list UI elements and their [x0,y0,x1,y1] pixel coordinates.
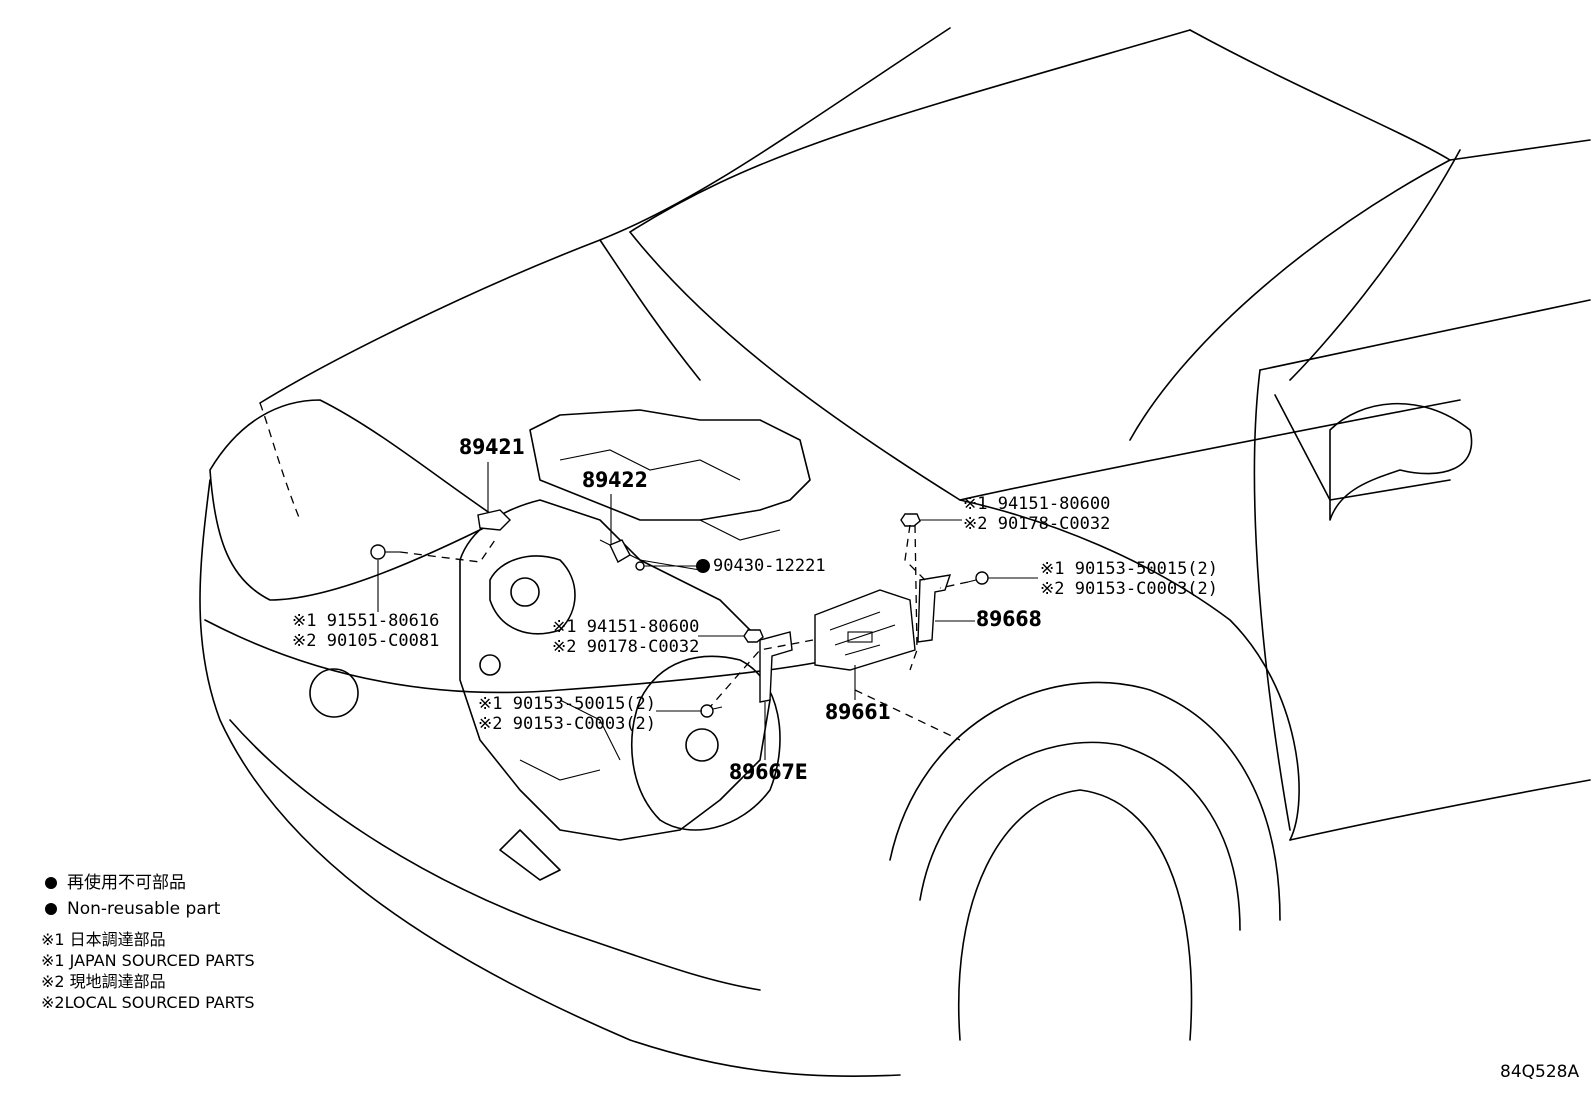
nut-94151-upper [900,513,921,527]
assembly-line-4 [709,639,814,708]
a-pillar [1289,149,1461,381]
bolt-91551 [370,544,400,560]
fender [959,499,1300,841]
callout-91551-80616: ※1 91551-80616 [292,611,440,631]
tire [958,789,1193,1041]
side-mirror [1329,402,1473,521]
legend-note2-jp: ※2 現地調達部品 [41,972,166,991]
cowl-line [1129,159,1451,441]
hood-seam [629,29,1191,233]
callout-94151-80600-upper: ※1 94151-80600 [963,494,1111,514]
callout-90178-c0032-lower: ※2 90178-C0032 [552,637,700,657]
hood-front-edge [599,239,701,381]
non-reusable-dot-icon [45,877,57,889]
bolt-90153-lower [700,704,723,718]
sensor-89422 [609,539,631,563]
ecu-detail [829,611,896,656]
transmission [631,655,781,831]
headlamp [209,399,501,601]
engine-detail-1 [559,449,741,481]
assembly-line-6 [854,689,961,741]
callout-90153-50015-upper: ※1 90153-50015(2) [1040,559,1219,579]
legend-note1-en: ※1 JAPAN SOURCED PARTS [41,951,255,970]
intake [489,555,576,635]
emblem [309,668,359,718]
bolt-90153-upper [967,571,989,585]
assembly-line-2 [904,524,926,581]
assembly-line-7 [259,402,301,521]
callout-90153-c0003-lower: ※2 90153-C0003(2) [478,714,657,734]
wheel-arch [889,681,1281,921]
bracket-89668 [917,574,952,643]
legend-note2-en: ※2LOCAL SOURCED PARTS [41,993,255,1012]
engine-block [459,499,771,841]
pulley [479,654,501,676]
flywheel-hub [685,728,719,762]
front-bumper [199,479,901,1078]
assembly-line-1 [399,539,496,563]
callout-89421: 89421 [459,435,525,459]
callout-89661: 89661 [825,700,891,724]
callout-90105-c0081: ※2 90105-C0081 [292,631,440,651]
figure-code: 84Q528A [1500,1062,1580,1082]
door-line [1289,779,1591,841]
bracket-89667e [759,631,793,703]
sensor-89421 [477,509,511,531]
intake-port [510,577,540,607]
door-front [1253,369,1291,831]
callout-89668: 89668 [976,607,1042,631]
wheel-arch-inner [919,741,1241,931]
clip-90430 [635,561,645,571]
non-reusable-dot-icon [45,903,57,915]
engine-detail-3 [519,519,781,781]
callout-90430-12221: 90430-12221 [713,556,826,576]
assembly-line-3 [939,581,969,589]
callout-90178-c0032-upper: ※2 90178-C0032 [963,514,1111,534]
ecu-connector [847,631,873,643]
legend-note1-jp: ※1 日本調達部品 [41,930,166,949]
windshield [1189,29,1591,161]
hood-outline [259,27,951,404]
window-line [1259,299,1591,371]
nut-94151-lower [743,629,764,643]
legend-nonreusable-jp: 再使用不可部品 [45,873,186,894]
callout-90153-c0003-upper: ※2 90153-C0003(2) [1040,579,1219,599]
legend-nonreusable-en: Non-reusable part [45,899,220,920]
fog-light [499,829,561,881]
bumper-lower [229,719,761,991]
non-reusable-dot-90430 [696,559,710,573]
callout-89667e: 89667E [729,760,808,784]
callout-94151-80600-lower: ※1 94151-80600 [552,617,700,637]
ecu-89661 [814,589,916,671]
hood-right-edge [629,231,1461,501]
callout-89422: 89422 [582,468,648,492]
engine-top [529,409,811,521]
callout-90153-50015-lower: ※1 90153-50015(2) [478,694,657,714]
